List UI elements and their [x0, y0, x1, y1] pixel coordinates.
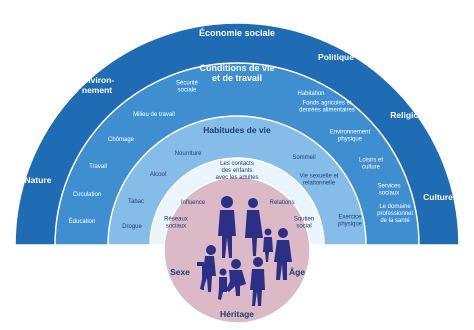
factor-environnement: Environ-nement	[80, 75, 115, 95]
people-silhouettes-icon	[197, 196, 292, 306]
item-influence: Influence	[181, 200, 206, 206]
item-milieu-travail: Milieu de travail	[133, 112, 175, 118]
factor-nature: Nature	[25, 175, 52, 185]
item-sommeil: Sommeil	[292, 155, 315, 161]
item-education: Éducation	[69, 218, 96, 225]
item-drogue: Drogue	[122, 224, 142, 230]
outer-title: Économie sociale	[199, 28, 275, 38]
item-relations: Relations	[269, 200, 294, 206]
core-sexe: Sexe	[170, 267, 190, 277]
core-age: Âge	[289, 266, 305, 277]
item-habitation: Habitation	[297, 91, 324, 97]
item-alcool: Alcool	[150, 172, 166, 178]
item-travail: Travail	[89, 164, 107, 170]
habitudes-title: Habitudes de vie	[203, 125, 271, 135]
factor-religion: Religion	[390, 110, 424, 120]
factor-culture: Culture	[423, 192, 453, 202]
item-chomage: Chômage	[108, 137, 135, 143]
item-circulation: Circulation	[73, 192, 101, 198]
factor-politique: Politique	[318, 52, 354, 62]
item-nourriture: Nourriture	[175, 151, 202, 157]
item-tabac: Tabac	[128, 199, 144, 205]
core-heritage: Héritage	[220, 309, 254, 319]
